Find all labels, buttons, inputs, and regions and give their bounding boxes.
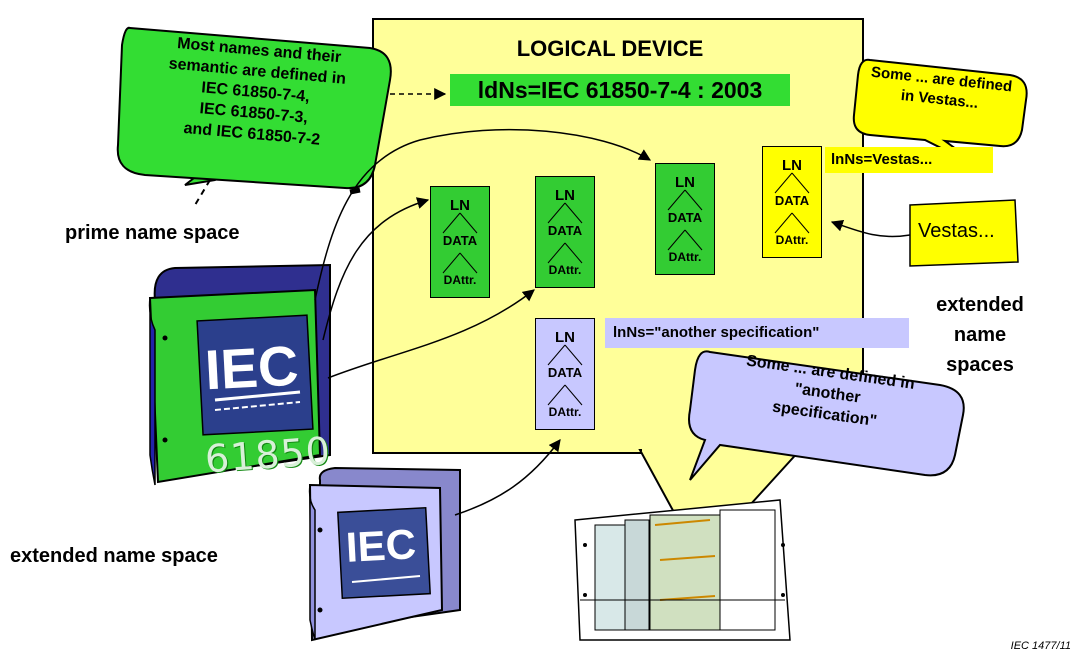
arrows	[314, 88, 911, 516]
logical-device-title: LOGICAL DEVICE	[516, 36, 704, 61]
bubble-violet	[688, 350, 965, 481]
extended-name-space-label: extended name space	[10, 545, 218, 567]
binder-iec-extended	[308, 466, 461, 642]
green-bubble-text: Most names and their semantic are define…	[168, 35, 347, 149]
prime-name-space-label: prime name space	[65, 222, 240, 244]
ldns-label: ldNs=IEC 61850-7-4 : 2003	[450, 74, 790, 106]
vestas-document	[909, 199, 1019, 267]
extended-name-spaces-label: extended name spaces	[936, 294, 1024, 376]
binder-number: 61850	[203, 428, 333, 482]
vestas-document-label: Vestas...	[918, 220, 995, 242]
lnns-other-label: lnNs="another specification"	[605, 318, 909, 348]
iec-logo-green: IEC	[203, 333, 300, 402]
lnns-vestas-label: lnNs=Vestas...	[825, 147, 993, 173]
binder-iec-61850	[148, 263, 331, 486]
figure-reference: IEC 1477/11	[1010, 640, 1071, 652]
device-rack	[574, 499, 791, 641]
iec-logo-violet: IEC	[344, 520, 418, 571]
